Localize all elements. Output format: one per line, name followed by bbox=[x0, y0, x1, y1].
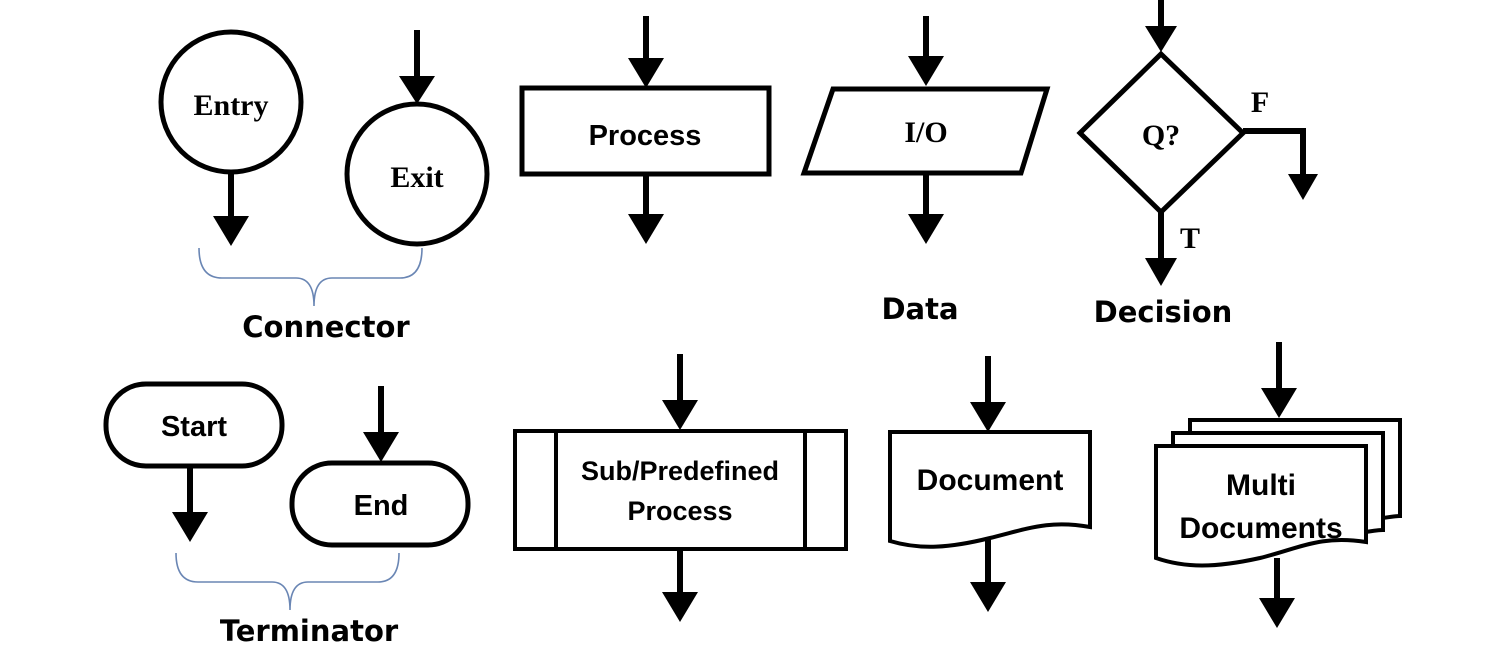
terminator-brace bbox=[175, 552, 400, 611]
io-label: I/O bbox=[904, 116, 947, 149]
entry-connector: Entry bbox=[158, 29, 304, 246]
subprocess-label-line1: Sub/Predefined bbox=[581, 456, 779, 486]
data-symbol: I/O bbox=[800, 16, 1051, 244]
data-in-arrow-head bbox=[908, 56, 944, 86]
decision-caption: Decision bbox=[1094, 295, 1233, 329]
false-branch-line bbox=[1243, 128, 1306, 176]
document-symbol: Document bbox=[888, 356, 1092, 612]
exit-arrow-head bbox=[399, 76, 435, 104]
connector-caption: Connector bbox=[242, 310, 410, 344]
true-label: T bbox=[1180, 222, 1200, 255]
end-label: End bbox=[354, 490, 409, 522]
process-symbol: Process bbox=[519, 16, 772, 244]
multi-label-line1: Multi bbox=[1226, 469, 1296, 502]
exit-connector: Exit bbox=[344, 30, 490, 247]
multi-label-line2: Documents bbox=[1179, 512, 1342, 545]
exit-label: Exit bbox=[390, 161, 443, 194]
start-arrow-head bbox=[172, 512, 208, 542]
connector-brace bbox=[198, 247, 423, 307]
process-label: Process bbox=[589, 120, 702, 152]
document-label: Document bbox=[917, 464, 1064, 497]
multi-in-arrow-head bbox=[1261, 388, 1297, 418]
false-label: F bbox=[1251, 86, 1269, 119]
decision-symbol: Q? F T bbox=[1076, 0, 1318, 286]
terminator-caption: Terminator bbox=[220, 614, 399, 648]
start-terminator: Start bbox=[103, 381, 285, 542]
process-out-arrow-head bbox=[628, 214, 664, 244]
document-in-arrow-head bbox=[970, 402, 1006, 432]
end-arrow-head bbox=[363, 432, 399, 462]
entry-arrow-head bbox=[213, 216, 249, 246]
decision-in-arrow-head bbox=[1145, 26, 1177, 52]
subprocess-in-arrow-head bbox=[662, 400, 698, 430]
process-in-arrow-head bbox=[628, 58, 664, 88]
false-branch-arrow-head bbox=[1288, 174, 1318, 200]
end-terminator: End bbox=[289, 386, 471, 548]
start-label: Start bbox=[161, 411, 227, 443]
true-branch-arrow-head bbox=[1145, 258, 1177, 286]
entry-label: Entry bbox=[194, 89, 269, 122]
multi-documents-symbol: Multi Documents bbox=[1154, 342, 1402, 628]
subprocess-symbol: Sub/Predefined Process bbox=[513, 354, 848, 622]
question-label: Q? bbox=[1142, 119, 1180, 152]
data-caption: Data bbox=[881, 292, 958, 326]
document-out-arrow-head bbox=[970, 582, 1006, 612]
multi-out-arrow-head bbox=[1259, 598, 1295, 628]
subprocess-label-line2: Process bbox=[627, 496, 732, 526]
subprocess-out-arrow-head bbox=[662, 592, 698, 622]
data-out-arrow-head bbox=[908, 214, 944, 244]
